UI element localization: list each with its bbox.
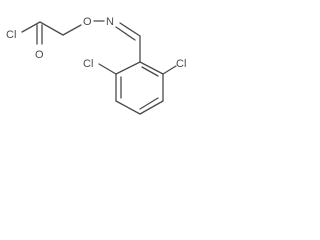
bond-n-ch-double-b (115, 26, 136, 41)
atom-label-o-carbonyl: O (35, 49, 44, 61)
bond-ring-cl-right (162, 65, 177, 75)
bond-cl-c1 (21, 21, 41, 33)
molecule-structure: Cl O O N Cl Cl (6, 16, 186, 115)
ring-bond-4 (115, 100, 141, 115)
ring-bond-6 (115, 61, 141, 75)
atom-label-o-ether: O (83, 16, 92, 28)
ring-inner-2 (139, 97, 159, 110)
bond-c1-c2 (39, 21, 64, 36)
bond-n-ch-double-a (119, 22, 141, 37)
atom-label-cl-right: Cl (176, 58, 186, 70)
atom-label-cl-left: Cl (83, 58, 93, 70)
ring-inner-1 (141, 66, 159, 77)
bond-c2-o-ether (62, 24, 82, 36)
ring-bond-3 (139, 100, 164, 115)
atom-label-n: N (106, 16, 114, 28)
atom-label-cl-acyl: Cl (6, 29, 16, 41)
ring-bond-1 (139, 61, 164, 75)
bond-ring-cl-left (98, 63, 117, 75)
